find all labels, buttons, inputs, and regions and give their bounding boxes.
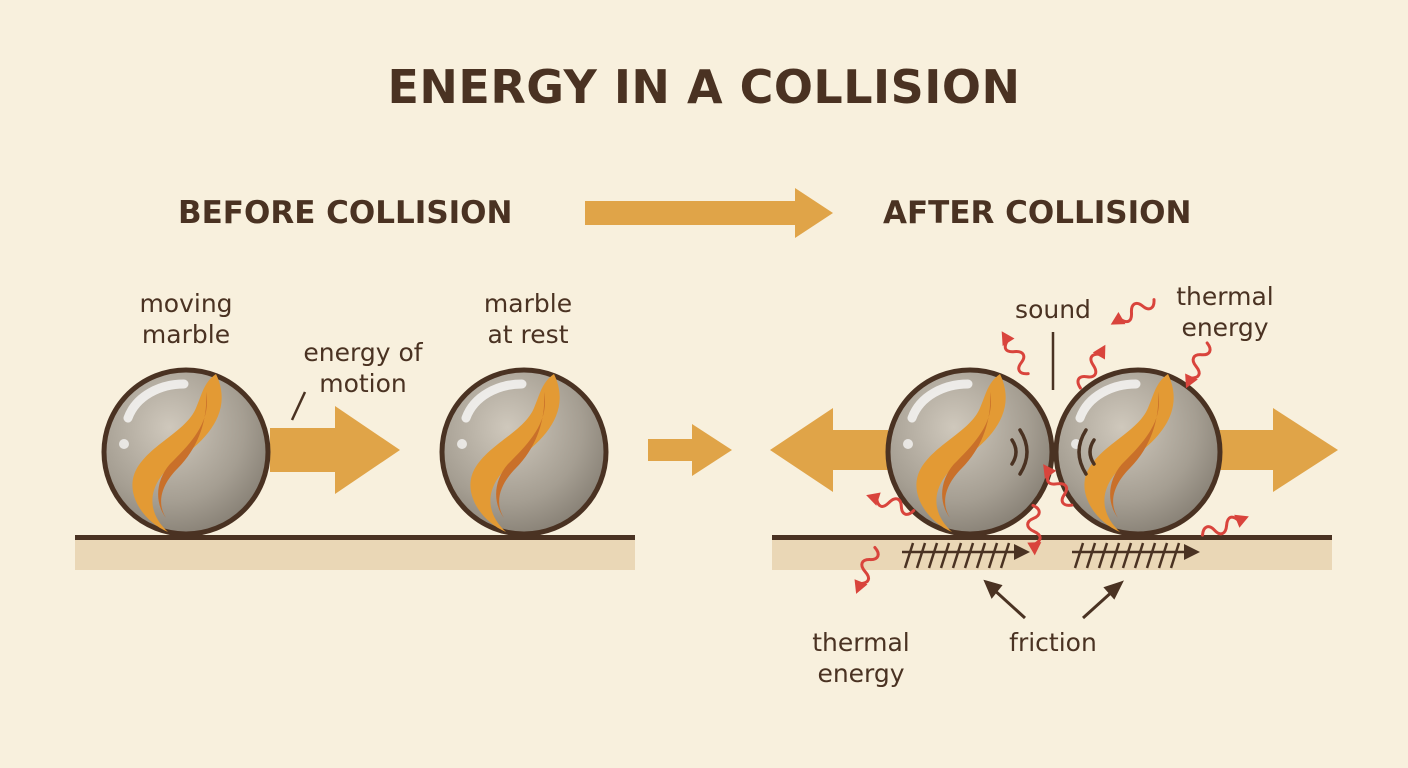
- marble-at-rest-label: marble at rest: [483, 289, 573, 349]
- thermal-energy-top-label: thermal energy: [1176, 282, 1274, 342]
- ground-after: [772, 535, 1332, 570]
- sound-label: sound: [1015, 295, 1091, 324]
- ground-before: [75, 535, 635, 570]
- energy-label-pointer: [290, 391, 307, 421]
- page-title: ENERGY IN A COLLISION: [387, 60, 1021, 114]
- marble-at-rest-icon: [442, 370, 606, 534]
- before-to-after-arrow: [585, 188, 833, 238]
- heat-squiggle-icon: [994, 326, 1036, 379]
- left-marble-motion-arrow: [770, 408, 888, 492]
- friction-hatch-right: [1072, 542, 1200, 569]
- right-marble-motion-arrow: [1218, 408, 1338, 492]
- energy-of-motion-arrow: [270, 406, 400, 494]
- thermal-energy-bottom-label: thermal energy: [812, 628, 910, 688]
- heat-squiggle-icon: [1105, 292, 1159, 333]
- friction-label-pointers: [983, 579, 1124, 620]
- after-collision-heading: AFTER COLLISION: [883, 195, 1192, 231]
- moving-marble-icon: [104, 370, 268, 534]
- moving-marble-label: moving marble: [139, 289, 233, 349]
- friction-hatch-left: [902, 542, 1030, 569]
- friction-label: friction: [1009, 628, 1097, 657]
- sound-waves-icon: [1010, 428, 1096, 476]
- middle-transition-arrow: [648, 424, 732, 476]
- before-collision-heading: BEFORE COLLISION: [178, 195, 513, 231]
- energy-of-motion-label: energy of motion: [303, 338, 423, 398]
